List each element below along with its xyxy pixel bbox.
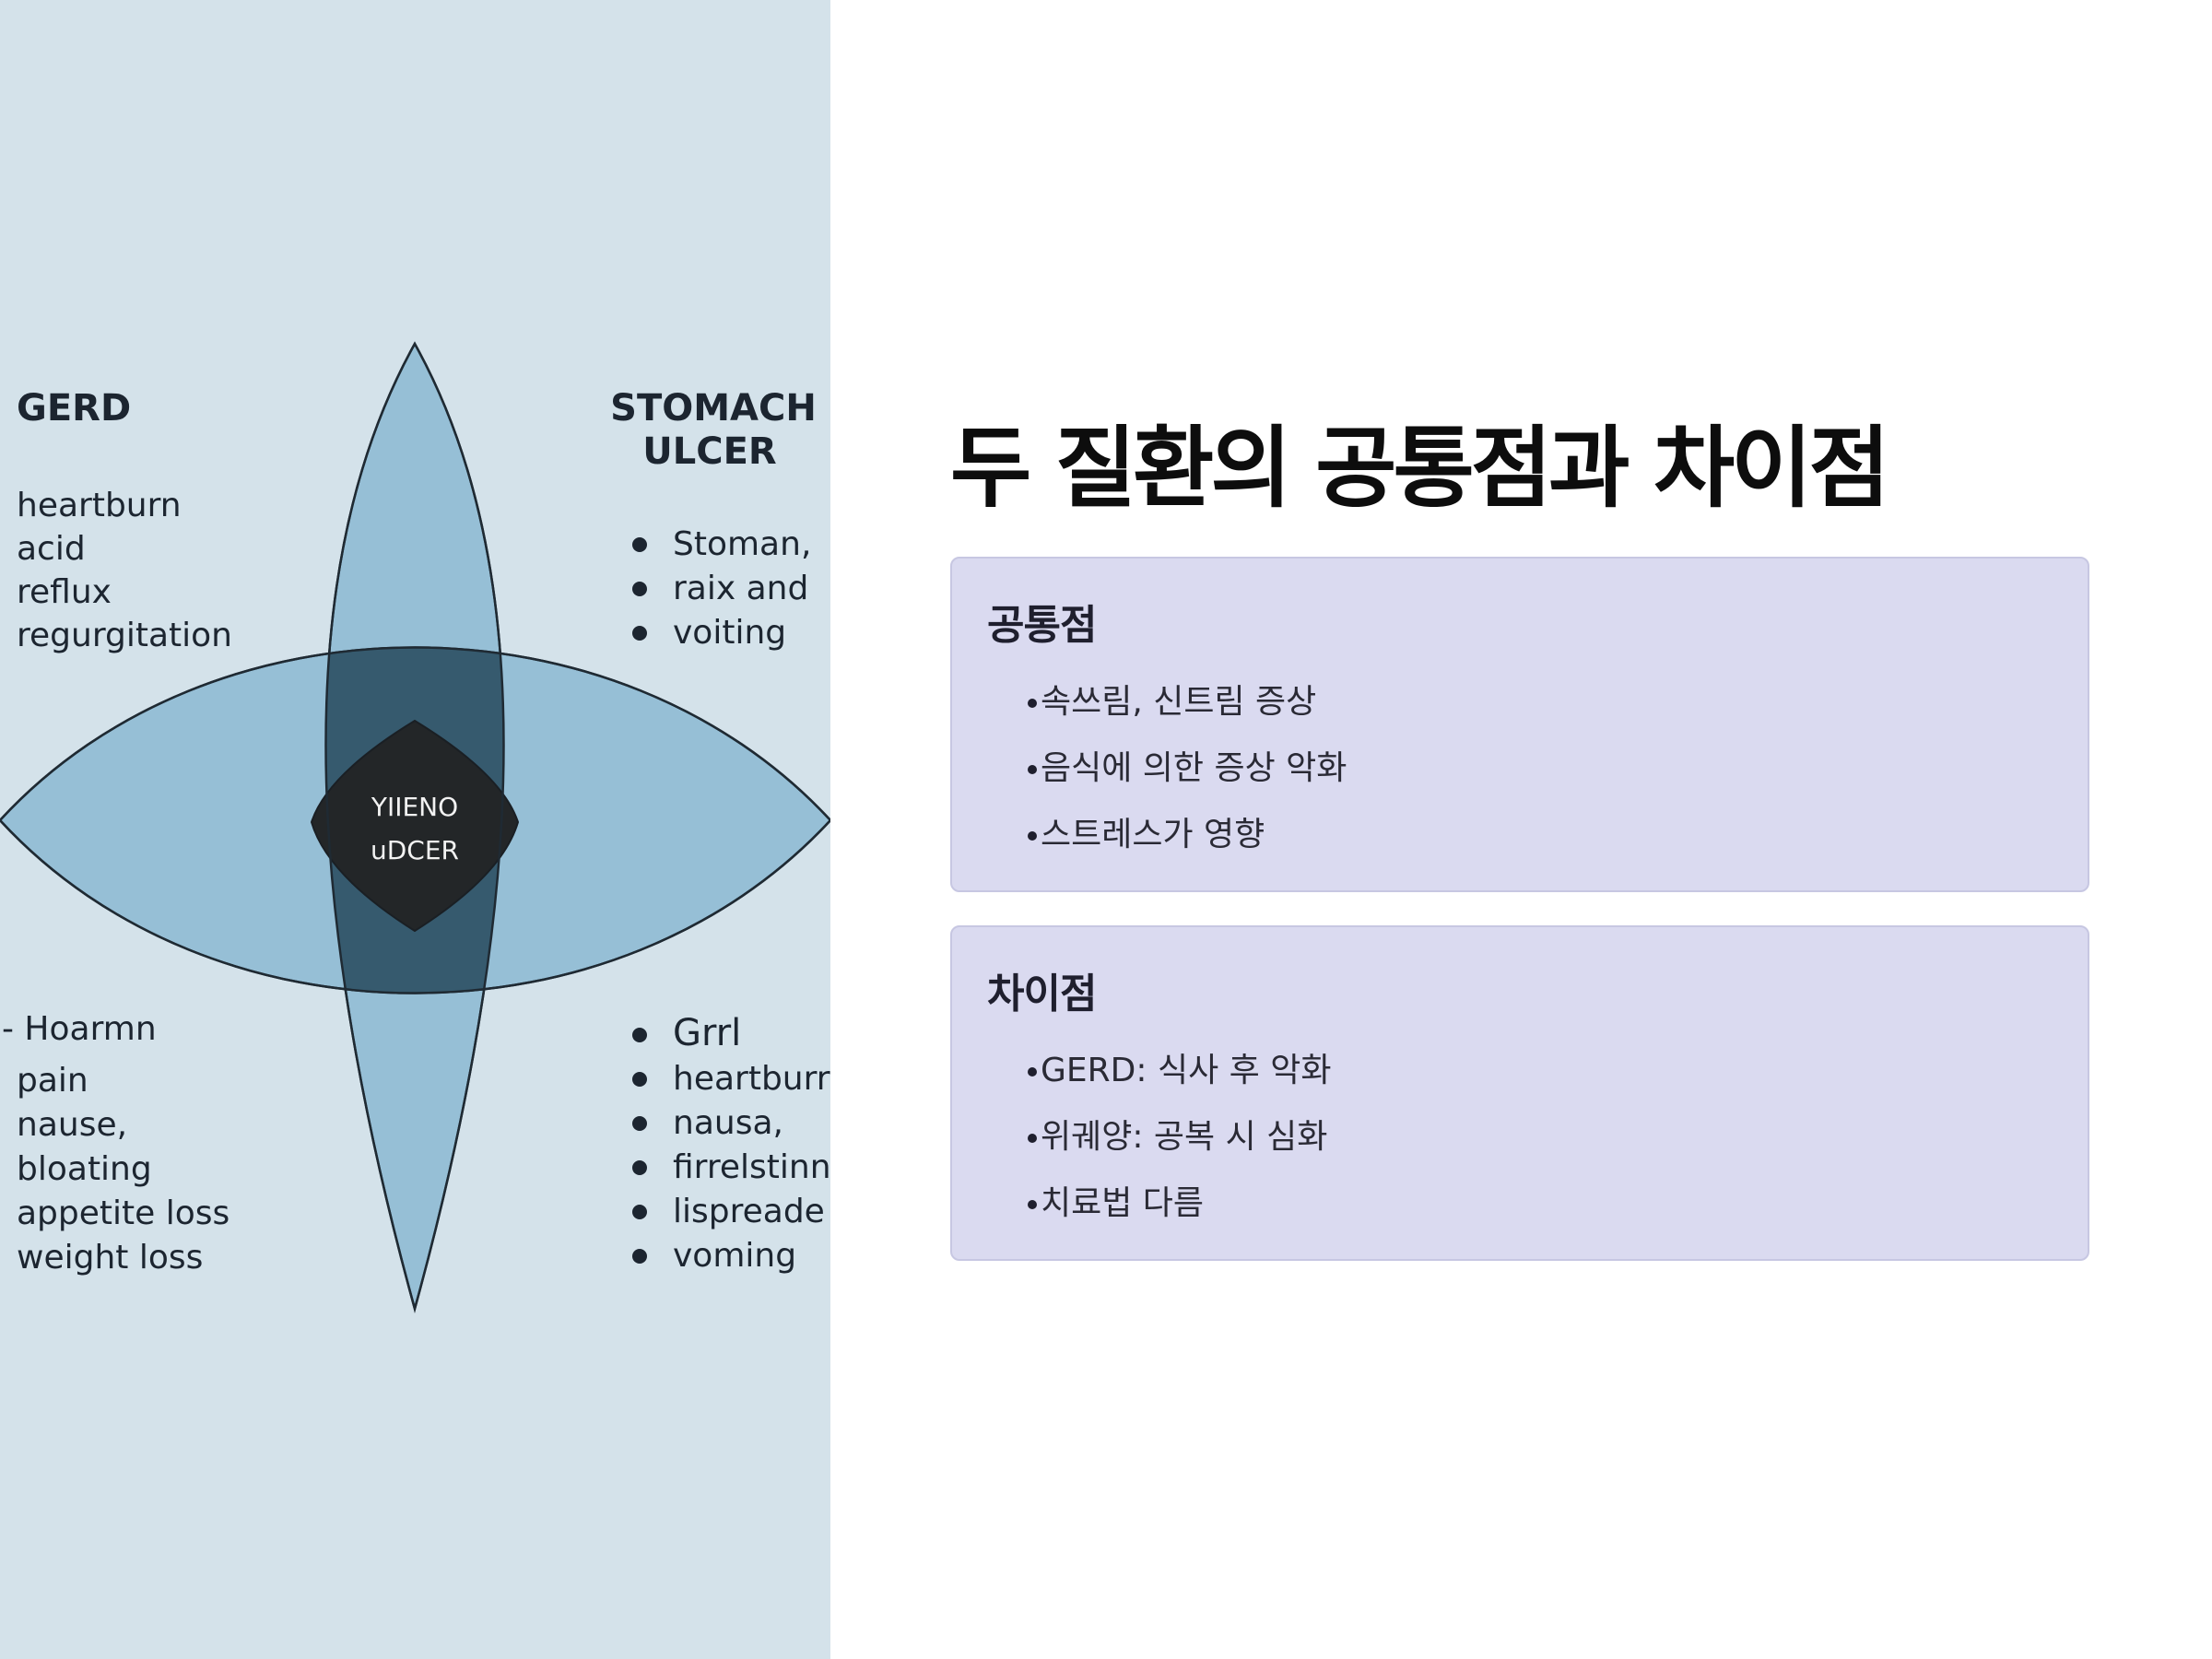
diagram-list-item: voming <box>673 1237 796 1275</box>
list-item: 치료법 다름 <box>987 1171 2051 1237</box>
bullet-icon <box>632 537 647 552</box>
bullet-icon <box>1028 765 1037 774</box>
bottom-left-heading: - Hoarmn <box>2 1010 157 1048</box>
diagram-list-item: heartburr <box>673 1060 830 1098</box>
bullet-icon <box>632 1249 647 1264</box>
diagram-list-item: lispreade <box>673 1193 825 1230</box>
bullet-icon <box>1028 1134 1037 1143</box>
diagram-list-item: regurgitation <box>17 617 232 654</box>
diagram-list-item: nausa, <box>673 1104 783 1142</box>
bullet-icon <box>1028 1067 1037 1077</box>
differences-heading: 차이점 <box>987 971 1097 1018</box>
diagram-list-item: reflux <box>17 573 112 611</box>
diagram-list-item: Grrl <box>673 1012 741 1054</box>
bottom-right-symptom-list: Grrl heartburr nausa, firrelstinn lispreade v… <box>632 1012 830 1275</box>
diagram-list-item: pain <box>17 1062 88 1100</box>
bullet-icon <box>1028 699 1037 708</box>
diagram-list-item: raix and <box>673 570 808 607</box>
bullet-icon <box>632 1028 647 1042</box>
common-points-heading: 공통점 <box>987 602 1097 649</box>
diagram-list-item: voiting <box>673 614 786 652</box>
diagram-list-item: nause, <box>17 1106 127 1144</box>
bullet-icon <box>1028 831 1037 841</box>
diagram-list-item: firrelstinn <box>673 1148 830 1186</box>
list-item: 스트레스가 영향 <box>987 802 2051 868</box>
common-points-card: 공통점 속쓰림, 신트림 증상 음식에 의한 증상 악화 스트레스가 영향 <box>950 557 2089 892</box>
diagram-list-item: heartburn <box>17 487 182 524</box>
gerd-heading: GERD <box>17 387 131 429</box>
bullet-icon <box>632 1205 647 1219</box>
bullet-icon <box>632 626 647 641</box>
stomach-ulcer-heading-line2: ULCER <box>642 430 776 473</box>
diagram-list-item: Stoman, <box>673 525 811 563</box>
stomach-ulcer-symptom-list: Stoman, raix and voiting <box>632 525 811 652</box>
center-label-line1: YIIENO <box>371 792 458 822</box>
bullet-icon <box>632 1072 647 1087</box>
list-item: 위궤양: 공복 시 심화 <box>987 1104 2051 1171</box>
list-item: 음식에 의한 증상 악화 <box>987 735 2051 802</box>
stomach-ulcer-heading-line1: STOMACH <box>610 387 817 429</box>
gerd-symptom-list: heartburn acid reflux regurgitation <box>17 487 232 654</box>
bullet-icon <box>632 582 647 596</box>
diagram-list-item: bloating <box>17 1150 152 1188</box>
list-item: GERD: 식사 후 악화 <box>987 1038 2051 1104</box>
bullet-icon <box>632 1160 647 1175</box>
diagram-list-item: weight loss <box>17 1239 203 1277</box>
slide-title: 두 질환의 공통점과 차이점 <box>950 417 1890 520</box>
bullet-icon <box>1028 1200 1037 1209</box>
differences-list: GERD: 식사 후 악화 위궤양: 공복 시 심화 치료법 다름 <box>987 1038 2051 1237</box>
venn-diagram: YIIENO uDCER GERD heartburn acid reflux reg… <box>0 341 830 1313</box>
list-item: 속쓰림, 신트림 증상 <box>987 669 2051 735</box>
venn-diagram-panel: YIIENO uDCER GERD heartburn acid reflux reg… <box>0 0 830 1659</box>
center-label-line2: uDCER <box>371 835 459 865</box>
bottom-left-symptom-list: pain nause, bloating appetite loss weight lo… <box>17 1062 229 1277</box>
differences-card: 차이점 GERD: 식사 후 악화 위궤양: 공복 시 심화 치료법 다름 <box>950 925 2089 1261</box>
diagram-list-item: acid <box>17 530 86 568</box>
diagram-list-item: appetite loss <box>17 1194 229 1232</box>
bullet-icon <box>632 1116 647 1131</box>
common-points-list: 속쓰림, 신트림 증상 음식에 의한 증상 악화 스트레스가 영향 <box>987 669 2051 868</box>
